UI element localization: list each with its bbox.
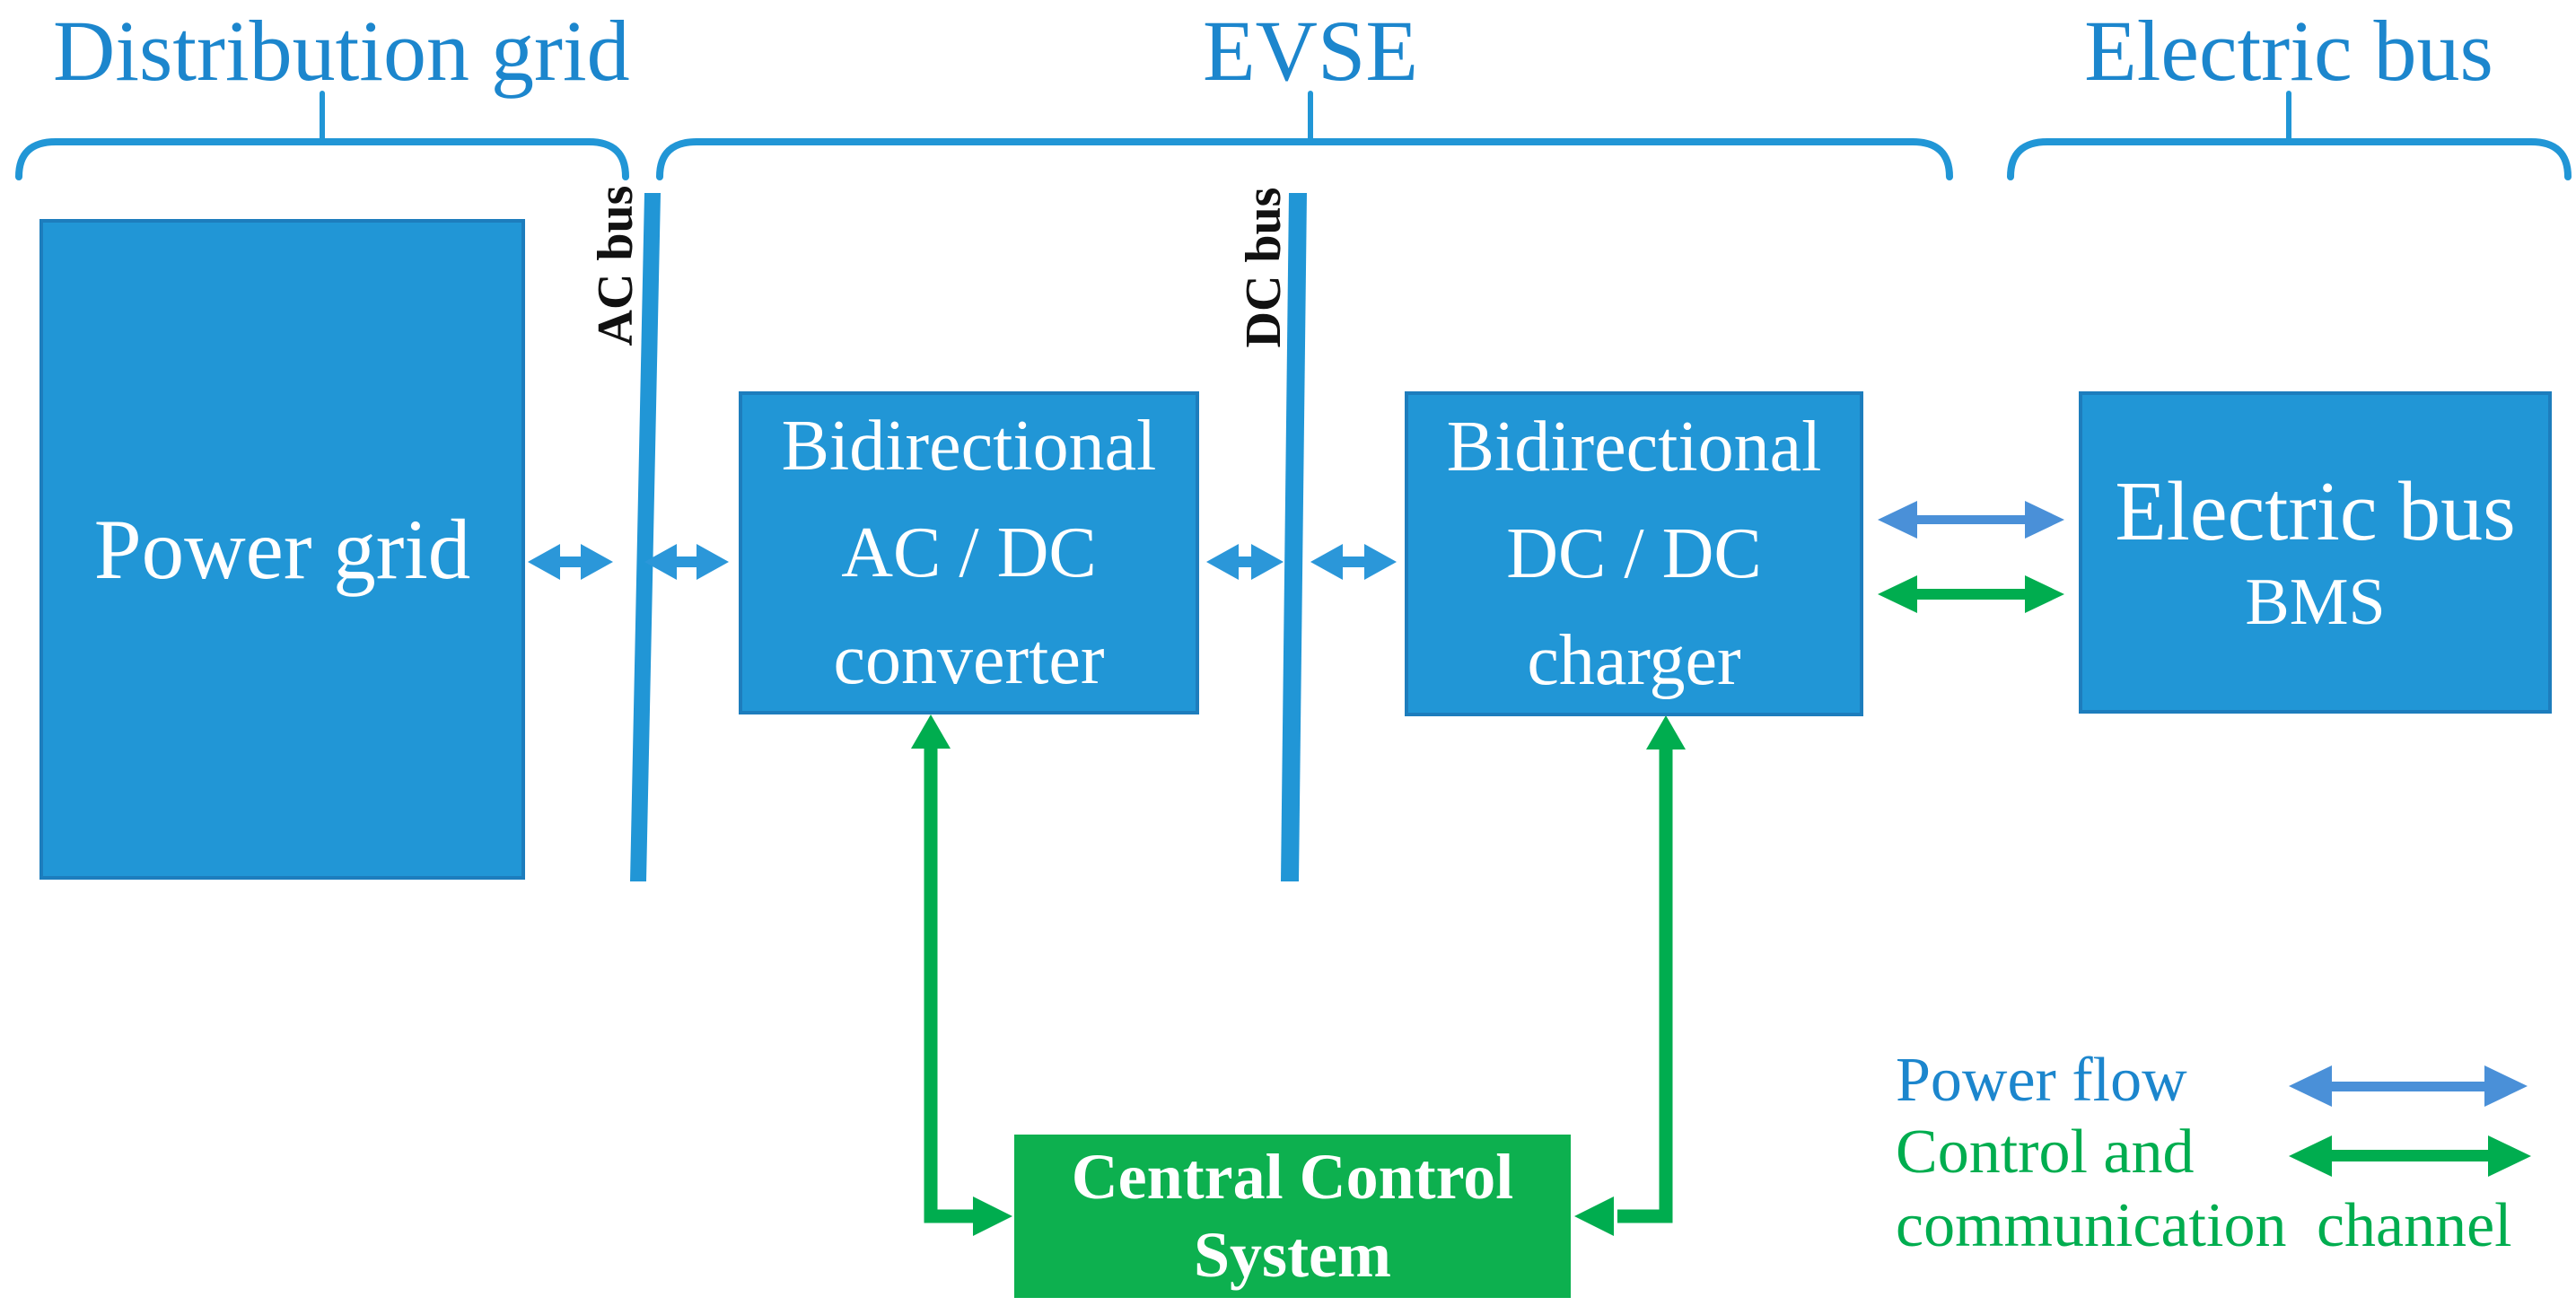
power-arrow-grid-acbus [528, 544, 613, 580]
comm-arrow-charger-bms [1878, 575, 2064, 613]
ccs-label-line: Central Control [1071, 1141, 1514, 1213]
power-grid-label: Power grid [93, 502, 471, 597]
dc-bus-label: DC bus [1236, 187, 1292, 348]
dc-bus-bar [1281, 193, 1307, 881]
converter-label-line: AC / DC [841, 513, 1097, 592]
ccs-label-line: System [1194, 1219, 1391, 1291]
central-control-system-node: Central Control System [1014, 1135, 1571, 1298]
power-grid-node: Power grid [39, 219, 525, 880]
brace-evse [656, 91, 1953, 180]
dc-dc-charger-node: Bidirectional DC / DC charger [1405, 391, 1863, 716]
brace-electric-bus [2007, 91, 2572, 180]
charger-label-line: charger [1527, 620, 1741, 700]
power-arrow-dcbus-charger [1310, 544, 1397, 580]
converter-label-line: converter [833, 619, 1105, 699]
ac-bus-bar [630, 193, 661, 881]
bms-title: Electric bus [2115, 464, 2516, 558]
power-arrow-acbus-converter [644, 544, 729, 580]
legend-comm-arrow [2289, 1135, 2531, 1177]
ac-dc-converter-node: Bidirectional AC / DC converter [739, 391, 1199, 714]
comm-connector-charger-ccs [1574, 715, 1686, 1236]
legend-power-flow-label: Power flow [1896, 1046, 2187, 1115]
electric-bus-bms-node: Electric bus BMS [2079, 391, 2552, 714]
section-label-evse: EVSE [1203, 3, 1418, 99]
legend-power-flow-arrow [2289, 1065, 2528, 1107]
brace-distribution-grid [15, 91, 629, 180]
charger-label-line: DC / DC [1506, 513, 1762, 593]
charger-label-line: Bidirectional [1446, 407, 1822, 486]
converter-label-line: Bidirectional [781, 406, 1157, 486]
bms-subtitle: BMS [2245, 565, 2386, 639]
power-arrow-converter-dcbus [1206, 544, 1284, 580]
section-label-distribution-grid: Distribution grid [53, 3, 630, 99]
ac-bus-label: AC bus [588, 185, 644, 346]
legend-control-label-line1: Control and [1896, 1118, 2195, 1187]
comm-connector-converter-ccs [911, 714, 1012, 1236]
legend-control-label-line2: communication channel [1896, 1191, 2512, 1260]
power-arrow-charger-bms [1878, 501, 2064, 539]
section-label-electric-bus: Electric bus [2084, 3, 2493, 99]
